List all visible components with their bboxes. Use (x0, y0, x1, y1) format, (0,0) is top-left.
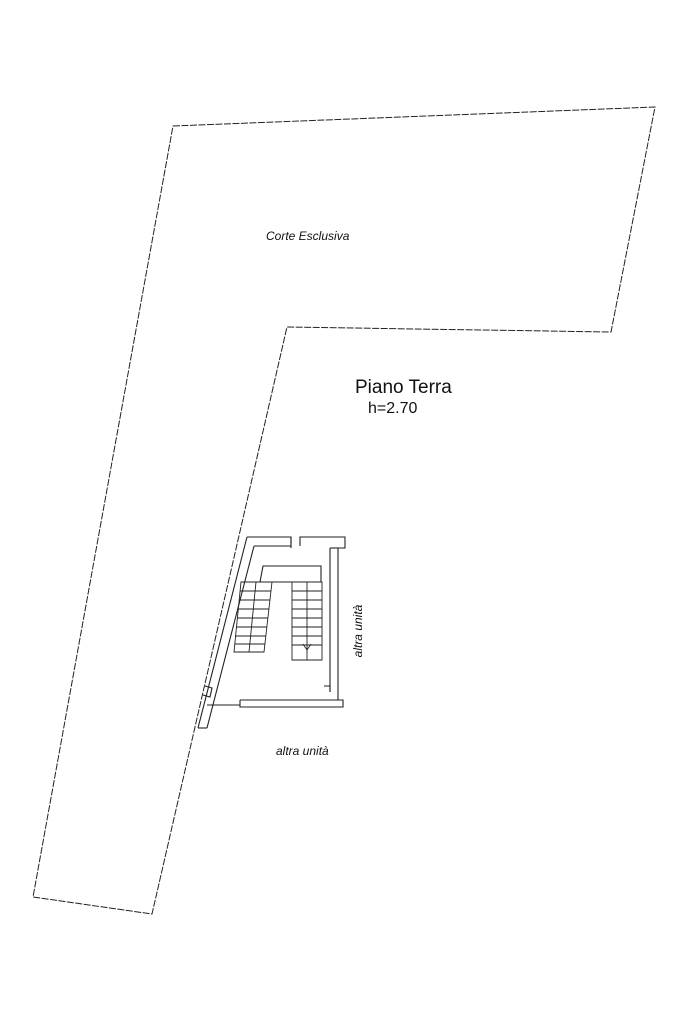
stair-landing-outline (259, 565, 322, 583)
unit-top-wall-right (299, 536, 346, 549)
floor-name-label: Piano Terra (355, 377, 452, 398)
stair-right-outline (291, 581, 323, 661)
stair-direction-arrow (302, 643, 312, 651)
courtyard-label: Corte Esclusiva (266, 229, 350, 243)
left-window-jamb (202, 685, 213, 698)
ceiling-height-label: h=2.70 (368, 400, 418, 417)
stair-flight-right (291, 581, 323, 661)
stair-left-riser (248, 581, 257, 653)
adjacent-unit-bottom-label: altra unità (276, 744, 329, 758)
unit-left-wall-inner (206, 545, 255, 729)
adjacent-unit-side-label: altra unità (351, 604, 365, 658)
staircase-unit (197, 536, 346, 729)
stair-flight-left (233, 581, 273, 653)
stair-left-outline (233, 581, 273, 653)
unit-bottom-wall (239, 699, 344, 708)
right-wall-jamb (324, 685, 331, 692)
property-boundary (32, 106, 656, 915)
unit-top-wall-left (247, 536, 292, 547)
unit-left-wall-outer (197, 536, 248, 729)
